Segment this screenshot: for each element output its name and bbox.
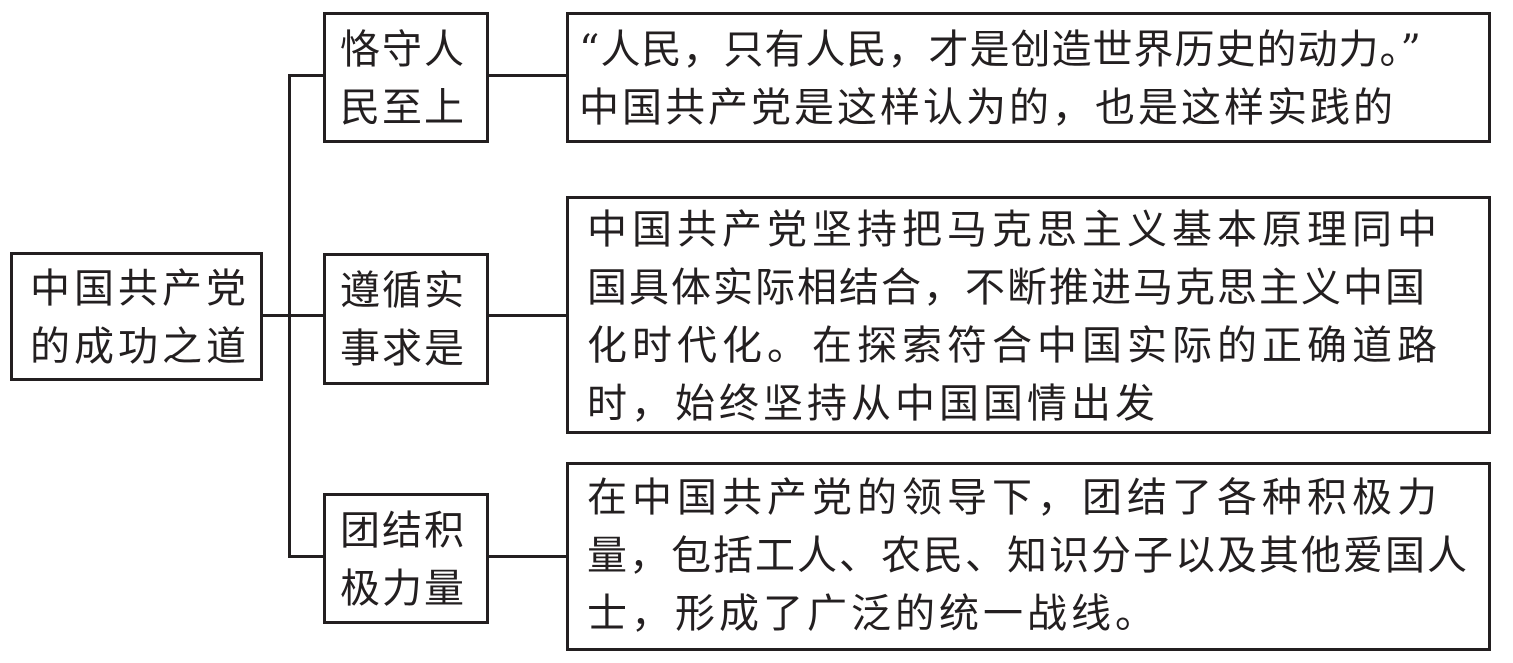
root-node: 中国共产党 的成功之道 [10,252,263,381]
detail-node-seek-truth: 中国共产党坚持把马克思主义基本原理同中 国具体实际相结合，不断推进马克思主义中国… [566,196,1491,434]
root-label-line: 的成功之道 [30,324,250,370]
root-label-line: 中国共产党 [30,266,250,312]
branch-label-line: 恪守人 [340,27,466,73]
detail-node-people-first: “人民，只有人民，才是创造世界历史的动力。” 中国共产党是这样认为的，也是这样实… [566,12,1491,143]
detail-line: 时，始终坚持从中国国情出发 [587,381,1159,427]
branch-label-line: 团结积 [340,508,466,554]
detail-line: “人民，只有人民，才是创造世界历史的动力。” [579,27,1422,73]
branch-label-line: 民至上 [340,85,466,131]
detail-connector-2 [488,314,568,317]
branch-label-line: 极力量 [340,566,466,612]
detail-line: 士，形成了广泛的统一战线。 [587,591,1159,637]
detail-node-unite-forces: 在中国共产党的领导下，团结了各种积极力 量，包括工人、农民、知识分子以及其他爱国… [566,462,1491,651]
branch-label-line: 事求是 [340,326,466,372]
branch-label-line: 遵循实 [340,268,466,314]
branch-connector-1 [288,74,324,77]
detail-line: 中国共产党是这样认为的，也是这样实践的 [579,85,1396,131]
root-connector [262,314,292,317]
detail-line: 在中国共产党的领导下，团结了各种积极力 [587,475,1442,521]
branch-connector-2 [288,314,324,317]
detail-line: 国具体实际相结合，不断推进马克思主义中国 [587,265,1427,311]
detail-line: 中国共产党坚持把马克思主义基本原理同中 [587,207,1442,253]
branch-node-unite-forces: 团结积 极力量 [323,493,489,624]
detail-line: 量，包括工人、农民、知识分子以及其他爱国人 [587,533,1469,579]
detail-connector-1 [488,74,568,77]
branch-connector-3 [288,555,324,558]
detail-line: 化时代化。在探索符合中国实际的正确道路 [587,323,1442,369]
detail-connector-3 [488,555,568,558]
branch-node-seek-truth: 遵循实 事求是 [323,253,489,385]
branch-node-people-first: 恪守人 民至上 [323,12,489,143]
